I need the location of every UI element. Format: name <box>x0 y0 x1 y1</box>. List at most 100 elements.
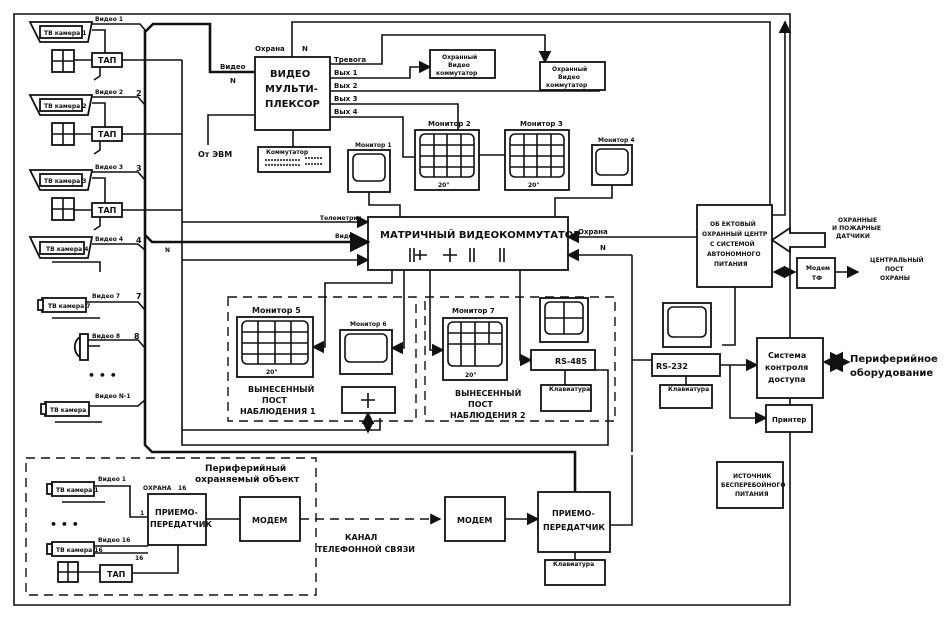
workstation-rs485: RS-485 Клавиатура <box>519 270 596 412</box>
keyboard-label: Клавиатура <box>553 561 594 568</box>
peripheral-object: Периферийный охраняемый объект ТВ камера… <box>46 464 301 583</box>
tap-label: ТАП <box>98 206 116 215</box>
video-label: Видео 16 <box>98 537 130 544</box>
switch-label: коммутатор <box>546 82 588 89</box>
camera-label: ТВ камера <box>50 407 86 414</box>
remote-post-1-frame <box>227 296 417 422</box>
keyboard-label: Клавиатура <box>668 386 709 393</box>
ups-label: БЕСПЕРЕБОЙНОГО <box>721 481 785 489</box>
camera-label: ТВ камера 2 <box>44 103 86 110</box>
mux-out4-label: Вых 4 <box>334 108 358 116</box>
camera-7: ТВ камера 7 Видео 7 7 <box>37 292 146 319</box>
center-label: ПИТАНИЯ <box>714 261 748 268</box>
video-label: Видео 7 <box>92 293 120 300</box>
monitor-label: Монитор 6 <box>350 321 387 328</box>
monitor-7: Монитор 7 20" ВЫНЕСЕННЫЙ ПОСТ НАБЛЮДЕНИЯ… <box>429 270 526 420</box>
object-security-center: ОБ ЕКТОВЫЙ ОХРАННЫЙ ЦЕНТР С СИСТЕМОЙ АВТ… <box>696 204 924 346</box>
matrix-n-label: N <box>600 244 606 252</box>
camera-2: ТВ камера 2 ТАП Видео 2 2 <box>28 89 182 155</box>
access-label: доступа <box>768 375 805 384</box>
modem-tf-label: Модем <box>806 265 830 272</box>
video-label: Видео 3 <box>95 164 123 171</box>
workstation-rs232: RS-232 Клавиатура <box>632 302 766 418</box>
from-computer-label: От ЭВМ <box>198 150 232 159</box>
central-post-label: ПОСТ <box>885 266 905 273</box>
more-cameras-dots: • • • <box>50 518 79 531</box>
monitor-size: 20" <box>528 182 539 189</box>
switch-label: Видео <box>448 62 470 69</box>
video-multiplexer: ВИДЕО МУЛЬТИ- ПЛЕКСОР Видео N Охрана N О… <box>198 20 792 216</box>
switch-label: коммутатор <box>436 70 478 77</box>
video-label: Видео 8 <box>92 333 120 340</box>
sensor-input-arrow <box>770 226 826 254</box>
camera-8-dome: Видео 8 8 <box>73 332 146 361</box>
peripheral-label: оборудование <box>850 367 933 379</box>
keyboard-label: Клавиатура <box>549 386 590 393</box>
camera-3: ТВ камера 3 ТАП Видео 3 3 <box>28 164 182 231</box>
post-label: ПОСТ <box>468 400 493 409</box>
monitor-label: Монитор 5 <box>252 306 301 315</box>
mux-out3-label: Вых 3 <box>334 95 358 103</box>
channel-number: 2 <box>136 89 142 98</box>
camera-label: ТВ камера 7 <box>48 303 90 310</box>
video-label: Видео N-1 <box>95 393 131 400</box>
ups: ИСТОЧНИК БЕСПЕРЕБОЙНОГО ПИТАНИЯ <box>716 461 785 509</box>
mux-label: ВИДЕО <box>270 69 310 80</box>
base-modem: МОДЕМ <box>444 496 540 542</box>
sensors-label: ДАТЧИКИ <box>836 233 870 240</box>
monitor-2: Монитор 2 20" <box>414 120 480 191</box>
monitor-label: Монитор 2 <box>428 120 471 128</box>
video-label: Видео 1 <box>98 476 126 483</box>
post-label: НАБЛЮДЕНИЯ 2 <box>450 411 526 420</box>
rs485-label: RS-485 <box>555 357 587 366</box>
post-label: ВЫНЕСЕННЫЙ <box>455 387 521 398</box>
monitor-label: Монитор 3 <box>520 120 563 128</box>
channel-number: 8 <box>134 332 140 341</box>
mux-keyboard-label: Коммутатор <box>266 149 309 156</box>
printer: Принтер <box>765 404 813 433</box>
monitor-label: Монитор 4 <box>598 137 635 144</box>
trx-label: ПЕРЕДАТЧИК <box>543 523 605 532</box>
matrix-n-label: N <box>165 247 170 254</box>
trx-label: ПРИЕМО- <box>155 508 198 517</box>
tap-label: ТАП <box>107 570 125 579</box>
post-label: ВЫНЕСЕННЫЙ <box>248 383 314 394</box>
matrix-title: МАТРИЧНЫЙ ВИДЕОКОММУТАТОР <box>380 228 581 241</box>
tap-label: ТАП <box>98 130 116 139</box>
video-bus <box>143 30 577 495</box>
matrix-video-switch: МАТРИЧНЫЙ ВИДЕОКОММУТАТОР Телеметрия Вид… <box>144 215 697 452</box>
camera-label: ТВ камера 16 <box>56 547 103 554</box>
base-transceiver: ПРИЕМО- ПЕРЕДАТЧИК Клавиатура <box>537 455 633 586</box>
post2-link <box>181 369 609 446</box>
matrix-video-label: Видео <box>335 233 357 240</box>
switch-label: Охранный <box>442 54 477 61</box>
camera-label: ТВ камера 1 <box>56 487 98 494</box>
camera-label: ТВ камера 3 <box>44 178 86 185</box>
mux-out2-label: Вых 2 <box>334 82 358 90</box>
telemetry-label: Телеметрия <box>320 215 362 222</box>
channel-number: 3 <box>136 164 142 173</box>
modem-label: МОДЕМ <box>457 516 492 525</box>
monitor-size: 20" <box>266 369 277 376</box>
switch-label: Видео <box>558 74 580 81</box>
access-control-system: Система контроля доступа Периферийное об… <box>756 337 938 399</box>
printer-label: Принтер <box>772 416 806 424</box>
video-label: Видео 4 <box>95 236 123 243</box>
mux-security-label: Охрана <box>255 45 285 53</box>
monitor-size: 20" <box>438 182 449 189</box>
monitor-label: Монитор 1 <box>355 142 392 149</box>
mux-label: ПЛЕКСОР <box>265 99 320 110</box>
security-video-switch-2: Охранный Видео коммутатор <box>539 61 606 91</box>
camera-label: ТВ камера 4 <box>46 246 88 253</box>
post-label: НАБЛЮДЕНИЯ 1 <box>240 407 316 416</box>
access-label: контроля <box>765 363 808 372</box>
center-label: ОХРАННЫЙ ЦЕНТР <box>702 230 768 238</box>
monitor-4: Монитор 4 <box>554 137 635 217</box>
video-label: Видео 2 <box>95 89 123 96</box>
sensors-label: И ПОЖАРНЫЕ <box>832 225 881 232</box>
peripheral-label: Периферийное <box>850 353 938 365</box>
modem-label: МОДЕМ <box>252 516 287 525</box>
modem-tf-label: ТФ <box>812 275 822 282</box>
post-label: ПОСТ <box>262 396 287 405</box>
